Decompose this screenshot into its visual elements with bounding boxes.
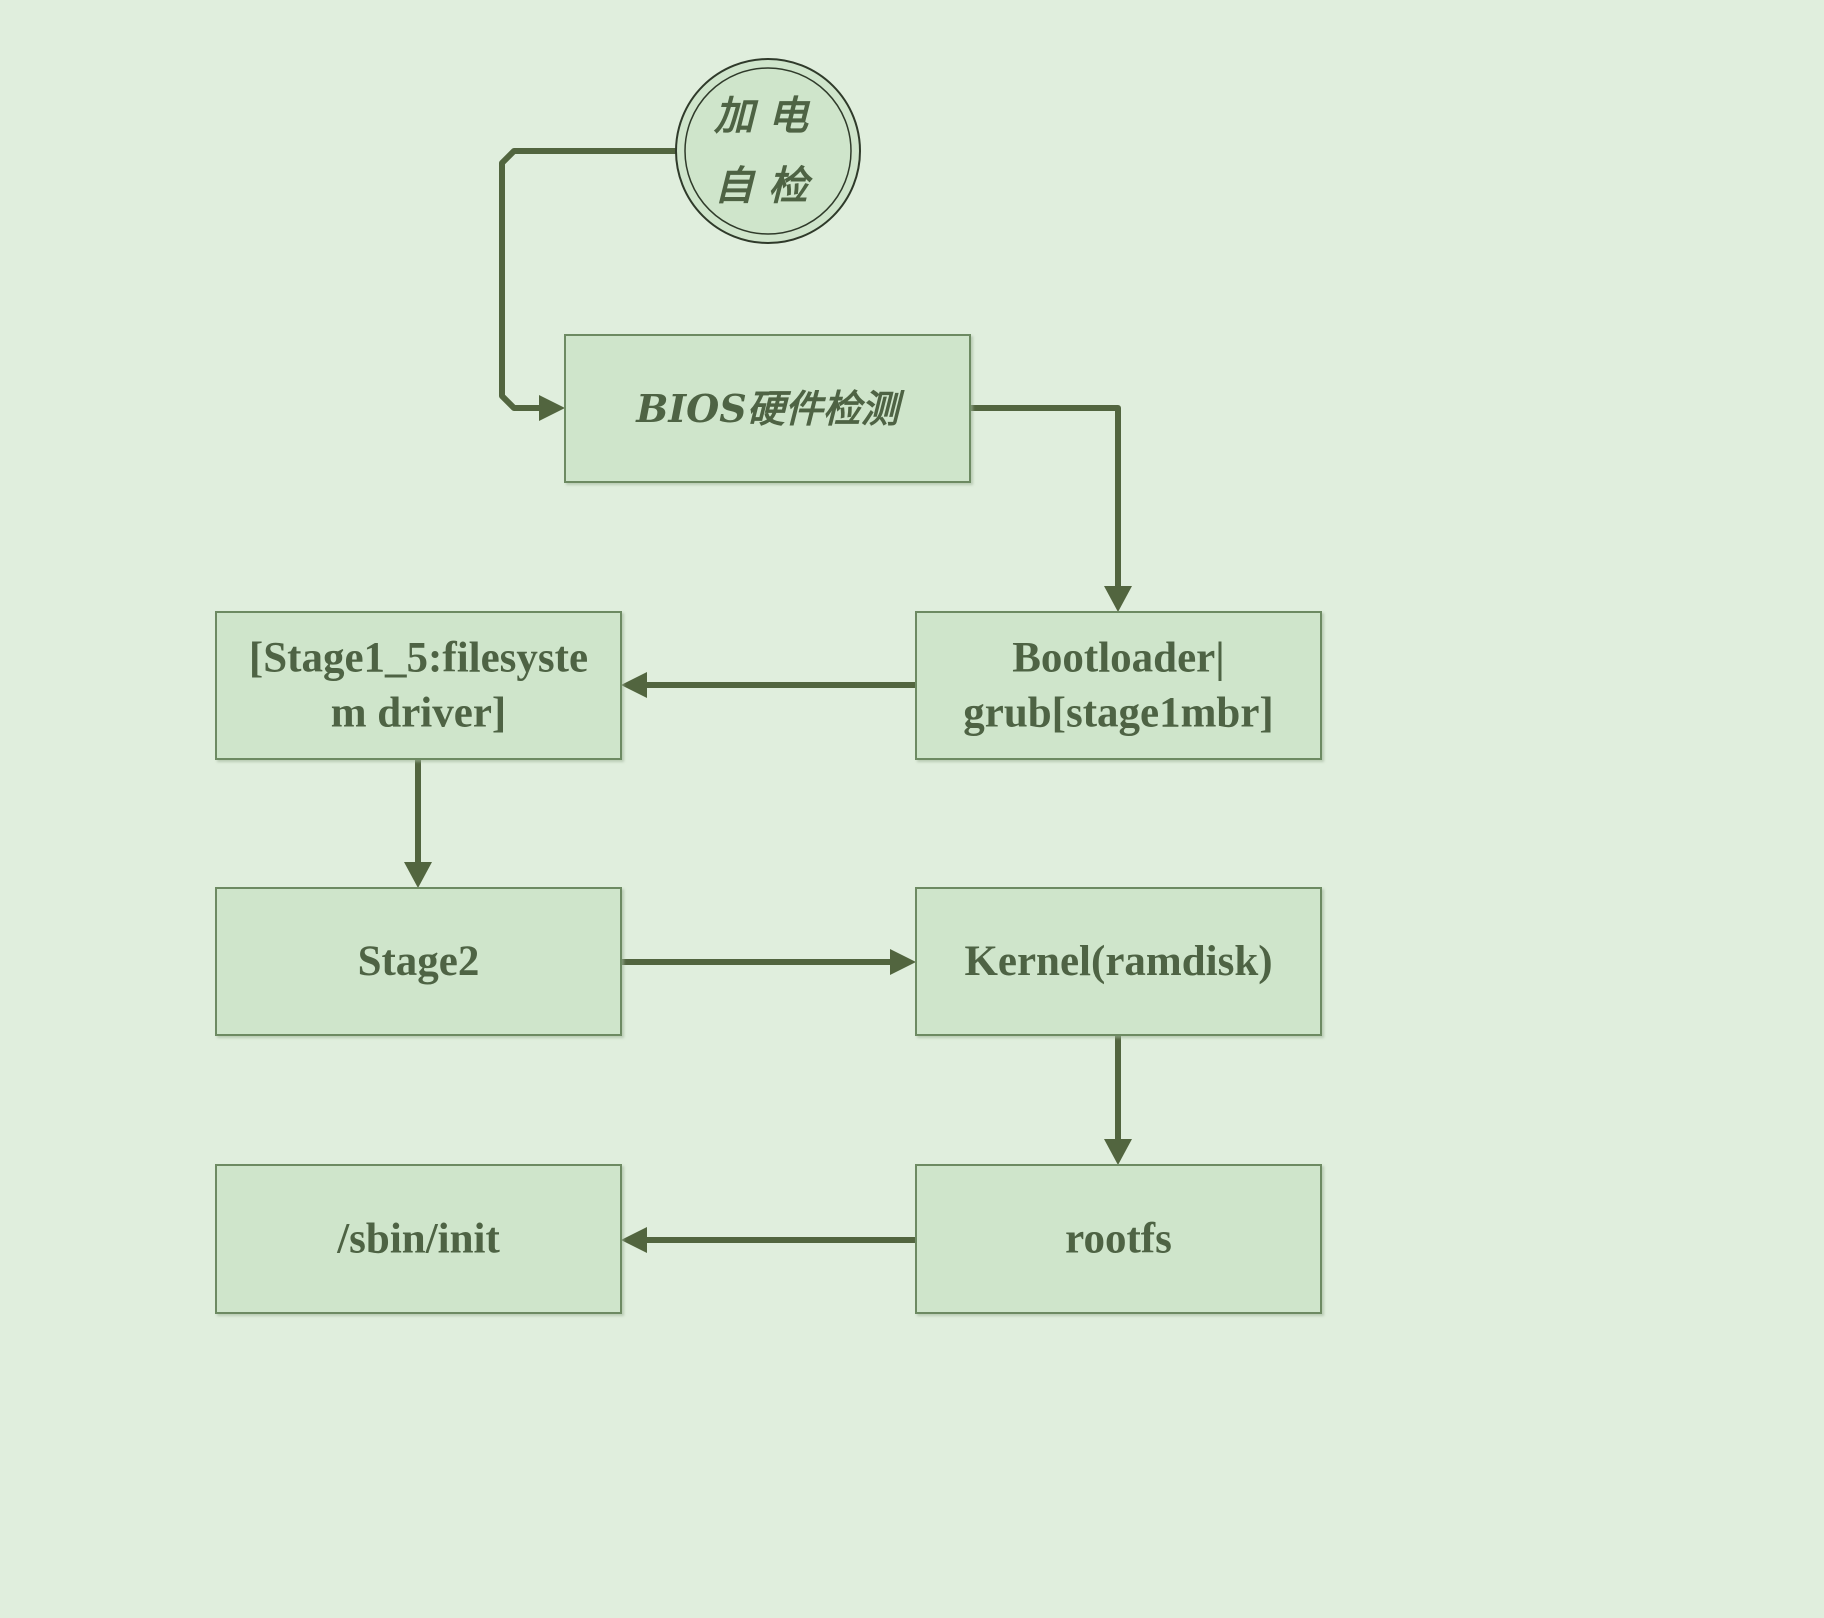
- stage2-box: Stage2: [215, 887, 622, 1036]
- edge-rootfs-to-sbin-init: [621, 1227, 916, 1253]
- arrowhead: [539, 395, 565, 421]
- node-box: [215, 887, 622, 1036]
- edge-stage2-to-kernel: [621, 949, 916, 975]
- edge-start-to-bios: [499, 148, 676, 421]
- start-label-line: 加电: [713, 93, 822, 140]
- arrowhead: [1104, 586, 1132, 612]
- node-box: [915, 1164, 1322, 1314]
- node-box: [915, 887, 1322, 1036]
- node-box: [564, 334, 971, 483]
- edges-layer: [404, 148, 1132, 1253]
- arrowhead: [890, 949, 916, 975]
- node-label-line: rootfs: [1065, 1216, 1172, 1263]
- arrowhead: [621, 672, 647, 698]
- node-label-line: BIOS硬件检测: [635, 386, 904, 431]
- arrowhead: [404, 862, 432, 888]
- node-label-line: /sbin/init: [336, 1216, 500, 1263]
- kernel-box: Kernel(ramdisk): [915, 887, 1322, 1036]
- edge-stage1-5-to-stage2: [404, 759, 432, 888]
- node-box: [215, 1164, 622, 1314]
- edge-kernel-to-rootfs: [1104, 1035, 1132, 1165]
- node-label-line: [Stage1_5:filesyste: [249, 635, 588, 682]
- rootfs-box: rootfs: [915, 1164, 1322, 1314]
- node-label-line: Bootloader|: [1012, 635, 1225, 682]
- node-label-line: grub[stage1mbr]: [963, 690, 1274, 737]
- edge-bootloader-to-stage1-5: [621, 672, 916, 698]
- edge-line: [970, 405, 1121, 588]
- edge-line: [499, 148, 676, 411]
- node-label-line: Stage2: [358, 938, 480, 985]
- arrowhead: [1104, 1139, 1132, 1165]
- edge-bios-to-bootloader: [970, 405, 1132, 612]
- sbin-init-box: /sbin/init: [215, 1164, 622, 1314]
- start-label-line: 自检: [714, 163, 822, 210]
- node-box: [215, 611, 622, 760]
- arrowhead: [621, 1227, 647, 1253]
- node-box: [915, 611, 1322, 760]
- node-label-line: m driver]: [331, 690, 507, 737]
- bios-hardware-check-box: BIOS硬件检测: [564, 334, 971, 483]
- bootloader-box: Bootloader| grub[stage1mbr]: [915, 611, 1322, 760]
- node-label-line: Kernel(ramdisk): [964, 938, 1272, 985]
- start-inner-circle: [684, 67, 852, 235]
